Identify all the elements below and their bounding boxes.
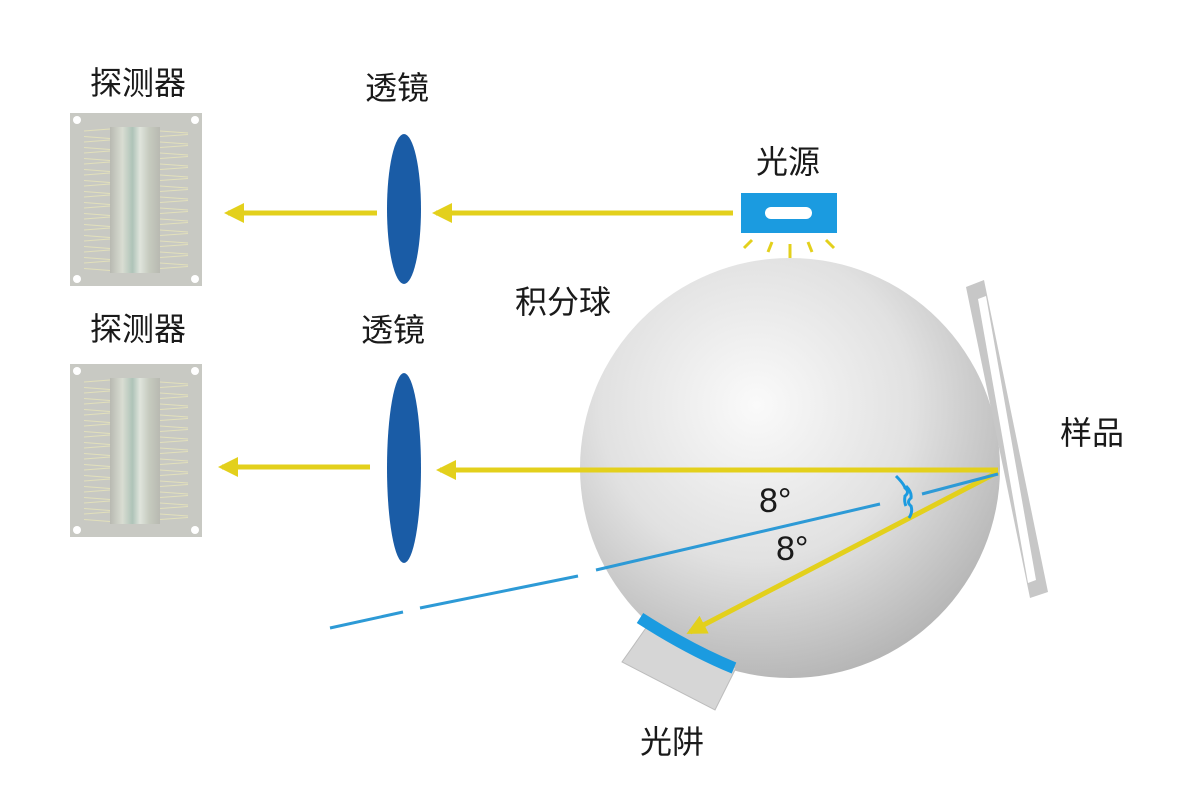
- beams: [218, 203, 1000, 635]
- detector-chip-icon: [70, 364, 202, 537]
- sample-holder-icon: [966, 280, 1048, 598]
- lens-icon: [387, 134, 421, 284]
- detector-label-bottom: 探测器: [90, 310, 187, 348]
- sample-label: 样品: [1060, 414, 1125, 452]
- detector-label-top: 探测器: [90, 64, 187, 102]
- lens-label-bottom: 透镜: [361, 311, 426, 349]
- angle-label-lower: 8°: [776, 530, 809, 568]
- lens-icon: [387, 373, 421, 563]
- beam-specular-to-trap: [686, 469, 1000, 635]
- angle-label-upper: 8°: [759, 482, 792, 520]
- lens-label-top: 透镜: [365, 69, 430, 107]
- light-source-label: 光源: [756, 143, 821, 181]
- integrating-sphere-label: 积分球: [515, 283, 612, 321]
- normal-line: [329, 472, 999, 630]
- light-trap-icon: [621, 612, 737, 711]
- detector-chip-icon: [70, 113, 202, 286]
- angle-braces: [894, 474, 914, 519]
- light-trap-label: 光阱: [640, 723, 705, 761]
- lamp-icon: [741, 193, 837, 258]
